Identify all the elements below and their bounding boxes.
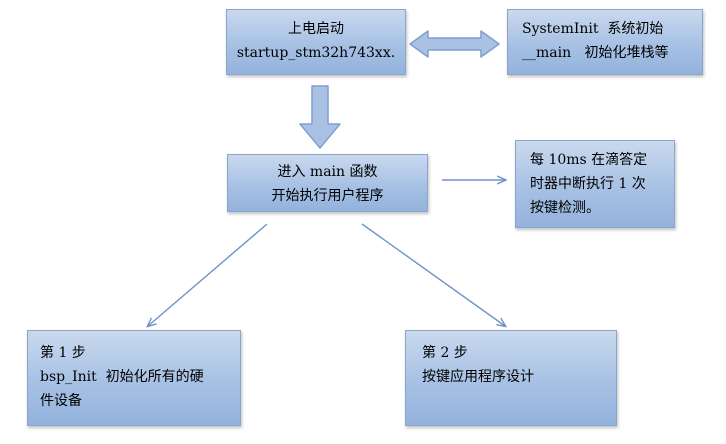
down-arrow-icon xyxy=(299,85,341,149)
enter-main-box: 进入 main 函数 开始执行用户程序 xyxy=(227,154,428,212)
enter-main-label: 进入 main 函数 xyxy=(277,164,378,180)
timer-line-3: 按键检测。 xyxy=(530,200,600,216)
step-1-title: 第 1 步 xyxy=(40,345,86,361)
system-init-box: SystemInit 系统初始 __main 初始化堆栈等 xyxy=(507,9,703,75)
run-user-program-label: 开始执行用户程序 xyxy=(271,188,384,204)
arrow-to-step1 xyxy=(148,223,268,326)
arrow-to-step2 xyxy=(361,223,505,326)
step-1-desc-line-2: 件设备 xyxy=(40,393,82,409)
startup-file-label: startup_stm32h743xx. xyxy=(236,45,396,61)
main-init-label: __main 初始化堆栈等 xyxy=(522,45,669,61)
timer-line-2: 时器中断执行 1 次 xyxy=(530,176,646,192)
system-init-label: SystemInit 系统初始 xyxy=(522,21,664,37)
power-on-title: 上电启动 xyxy=(288,21,344,37)
step-2-desc: 按键应用程序设计 xyxy=(422,369,534,385)
timer-line-1: 每 10ms 在滴答定 xyxy=(530,152,648,168)
power-on-box: 上电启动 startup_stm32h743xx. xyxy=(226,9,406,75)
step-2-box: 第 2 步 按键应用程序设计 xyxy=(405,330,617,426)
step-1-box: 第 1 步 bsp_Init 初始化所有的硬 件设备 xyxy=(27,330,241,426)
step-2-title: 第 2 步 xyxy=(422,345,468,361)
step-1-desc-line-1: bsp_Init 初始化所有的硬 xyxy=(40,369,204,385)
double-arrow-icon xyxy=(409,30,500,58)
timer-scan-box: 每 10ms 在滴答定 时器中断执行 1 次 按键检测。 xyxy=(515,140,675,228)
